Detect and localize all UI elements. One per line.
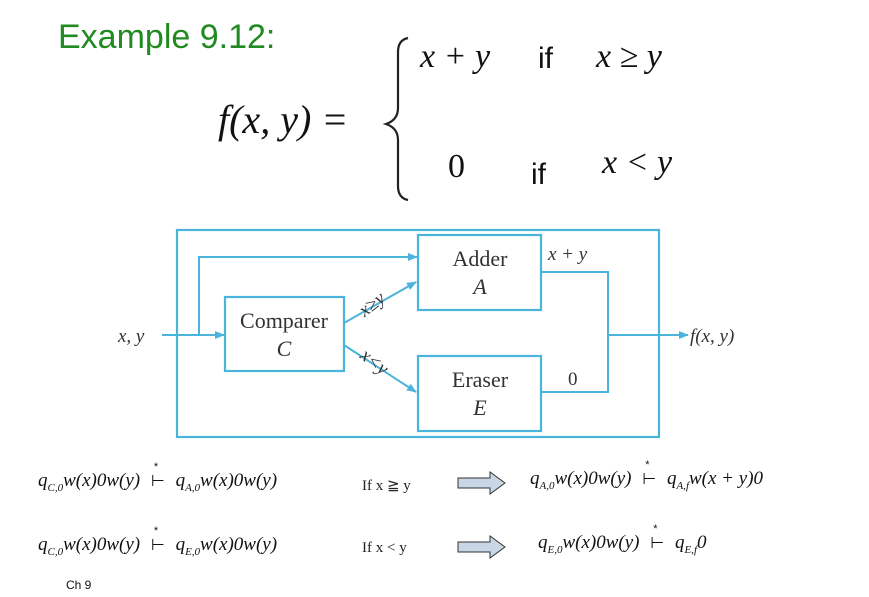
derivation-1: qC,0w(x)0w(y) *⊢ qA,0w(x)0w(y)	[38, 461, 278, 494]
eraser-symbol: E	[472, 395, 487, 420]
slide-footer: Ch 9	[66, 578, 92, 592]
adder-name: Adder	[453, 246, 509, 271]
slide-title: Example 9.12:	[58, 18, 276, 56]
case1-condition: x ≥ y	[596, 38, 662, 75]
case2-value: 0	[448, 148, 465, 185]
case2-if: if	[531, 158, 546, 191]
comparer-box	[223, 295, 346, 373]
branch-ge-label: x≥y	[354, 288, 390, 322]
comparer-to-eraser	[343, 344, 417, 393]
case1-if: if	[538, 42, 553, 75]
adder-symbol: A	[471, 274, 487, 299]
function-lhs: f(x, y) =	[218, 97, 349, 142]
derivation-2: qC,0w(x)0w(y) *⊢ qE,0w(x)0w(y)	[38, 525, 278, 558]
output-label: f(x, y)	[690, 326, 734, 347]
case2-condition: x < y	[602, 144, 673, 181]
eraser-name: Eraser	[452, 367, 509, 392]
eraser-output-line	[541, 335, 609, 393]
case1-value: x + y	[420, 38, 491, 75]
outer-machine-box	[175, 228, 661, 439]
comparer-name: Comparer	[240, 308, 329, 333]
eraser-output-label: 0	[568, 369, 578, 390]
adder-output-line	[541, 271, 609, 335]
adder-output-label: x + y	[547, 244, 588, 265]
input-label: x, y	[117, 326, 145, 347]
comparer-symbol: C	[277, 336, 292, 361]
derivation-1-condition: If x ≧ y	[362, 478, 411, 494]
derivation-2-condition: If x < y	[362, 540, 407, 556]
eraser-box	[416, 354, 543, 433]
derivation-2-result: qE,0w(x)0w(y) *⊢ qE,f0	[538, 523, 707, 556]
bypass-line	[198, 253, 418, 335]
comparer-to-adder	[343, 281, 417, 324]
branch-lt-label: x<y	[355, 344, 393, 380]
derivation-1-result: qA,0w(x)0w(y) *⊢ qA,fw(x + y)0	[530, 459, 764, 492]
